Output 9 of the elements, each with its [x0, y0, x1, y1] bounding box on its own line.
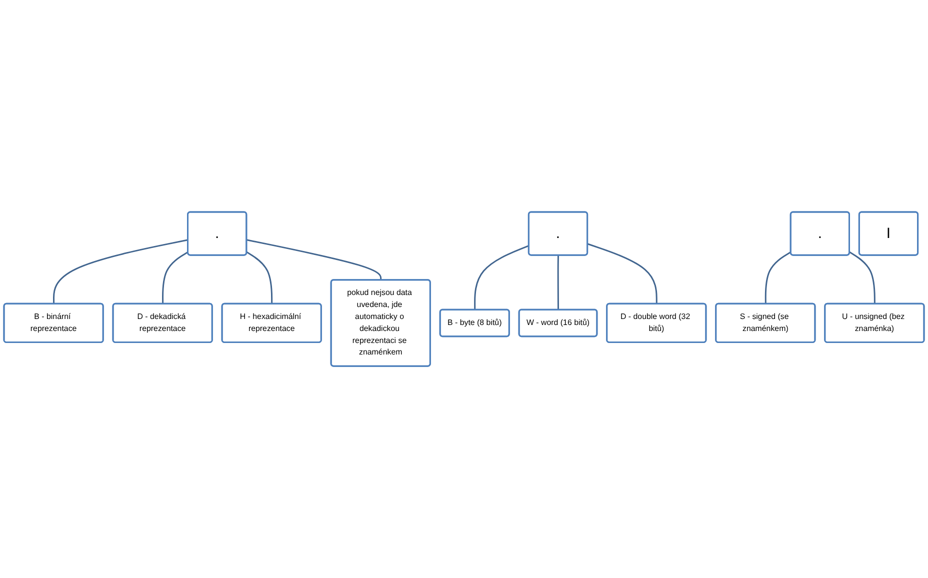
- connector: [557, 255, 559, 310]
- connector: [474, 244, 530, 310]
- connector: [587, 243, 658, 304]
- connector: [849, 251, 876, 304]
- connector: [162, 251, 188, 304]
- connector: [53, 239, 188, 304]
- connector: [246, 239, 382, 280]
- connector: [764, 251, 792, 304]
- connector: [246, 251, 273, 304]
